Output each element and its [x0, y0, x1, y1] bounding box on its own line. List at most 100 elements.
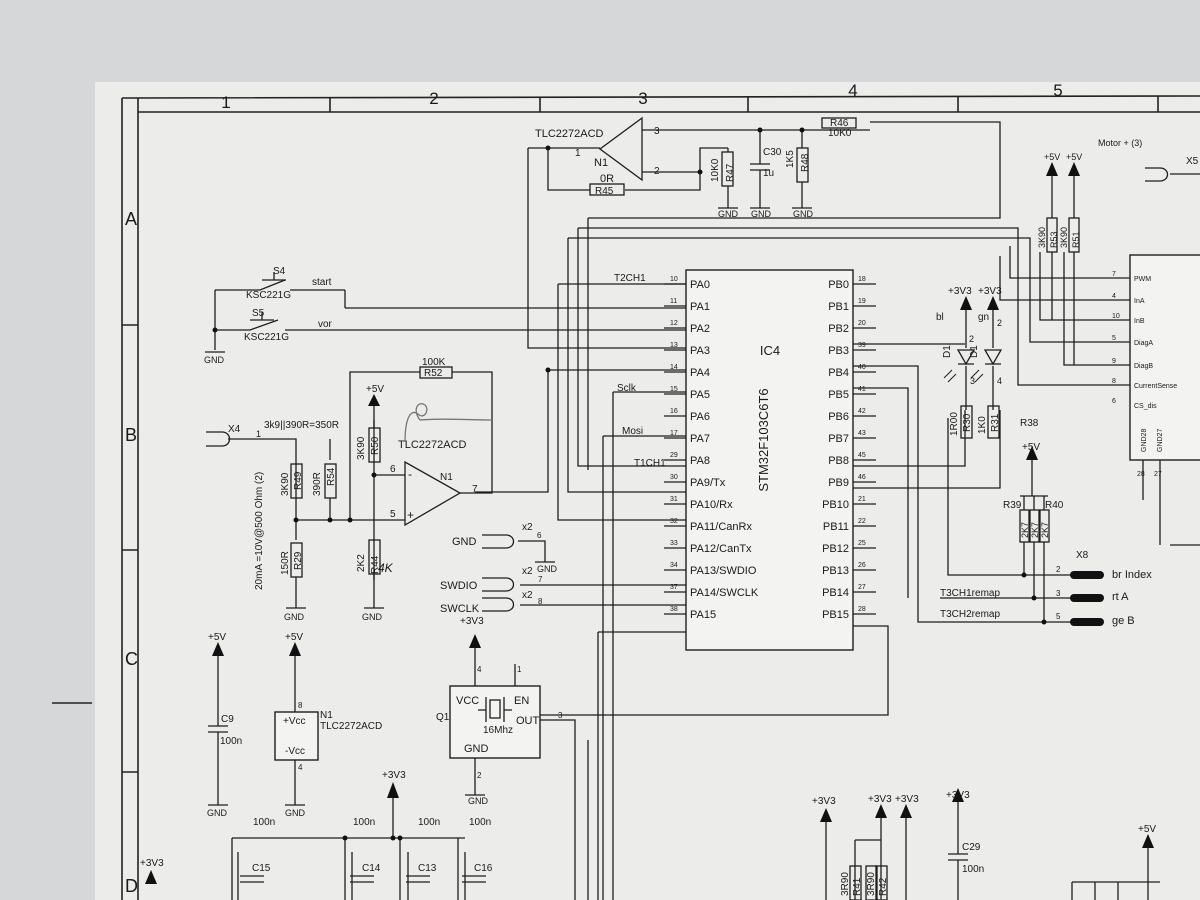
swclk-label: SWCLK	[440, 603, 480, 615]
mcu-pin-num: 16	[670, 408, 678, 415]
rail-5v: +5V	[285, 632, 303, 643]
gnd-label: GND	[468, 796, 489, 806]
led-section: +3V3 +3V3 bl gn D1 D1 2 2 3 4 1R00 R30 1…	[936, 286, 1003, 439]
pin-num: 4	[997, 376, 1002, 386]
shunt-note: 3k9||390R=350R	[264, 420, 339, 431]
motor-driver: 7PWM4InA10InB5DiagA9DiagB8CurrentSense6C…	[1037, 138, 1200, 546]
pin-num: 5	[390, 509, 396, 520]
mcu-pin-name: PA10/Rx	[690, 499, 733, 511]
mcu-pin-name: PB2	[828, 323, 849, 335]
mcu-pin-name: PB14	[822, 587, 849, 599]
mcu-pin-name: PA13/SWDIO	[690, 565, 757, 577]
cap-value: 100n	[418, 817, 440, 828]
pin-sign: -	[408, 467, 412, 481]
r-value: 2K7	[1040, 522, 1050, 538]
r46-value: 10K0	[828, 128, 852, 139]
led-color-blue: bl	[936, 312, 944, 323]
driver-pin-num: 7	[1112, 271, 1116, 278]
r50-value: 3K90	[356, 436, 367, 460]
rail-5v: +5V	[366, 384, 384, 395]
pin-name: GND28	[1141, 429, 1148, 452]
r29-value: 150R	[280, 551, 291, 575]
mcu-pin-name: PB9	[828, 477, 849, 489]
r53-value: 3K90	[1037, 227, 1047, 248]
mcu-pin-name: PB10	[822, 499, 849, 511]
opamp-mid-triangle	[404, 460, 462, 527]
gnd-label: GND	[751, 209, 772, 219]
q1-vcc: VCC	[456, 695, 479, 707]
driver-pin-name: InB	[1134, 318, 1145, 325]
mcu-pin-num: 17	[670, 430, 678, 437]
r31-ref: R31	[990, 413, 1001, 432]
rail-3v3: +3V3	[895, 794, 919, 805]
opamp-mid-part: TLC2272ACD	[398, 439, 467, 451]
mcu-pin-name: PB15	[822, 609, 849, 621]
gnd-label: GND	[204, 355, 225, 365]
x2-ref: x2	[522, 590, 533, 601]
mcu-pin-num: 46	[858, 474, 866, 481]
wire-osc	[540, 625, 889, 716]
pin-num: 8	[298, 701, 303, 710]
r47-ref: R47	[725, 163, 736, 182]
rail-5v: +5V	[1138, 824, 1156, 835]
pin-num: 2	[477, 771, 482, 780]
opamp-pwr-part: TLC2272ACD	[320, 721, 382, 732]
pin-num: 3	[1056, 589, 1061, 598]
power-section: +5V C9 100n GND +5V +Vcc -Vcc N1 TLC2272…	[140, 632, 493, 900]
driver-pin-name: DiagA	[1134, 340, 1153, 347]
col-label: 3	[638, 89, 647, 108]
s5-part: KSC221G	[244, 332, 289, 343]
opamp-pwr-ref: N1	[320, 710, 333, 721]
mcu-pin-num: 39	[858, 342, 866, 349]
pin-num: 4	[298, 763, 303, 772]
r41-ref: R41	[852, 877, 863, 896]
r54-ref: R54	[326, 467, 337, 486]
driver-pin-num: 9	[1112, 358, 1116, 365]
mcu-pin-num: 19	[858, 298, 866, 305]
net-t1ch1: T1CH1	[634, 458, 666, 469]
net-mosi: Mosi	[622, 426, 643, 437]
rail-5v: +5V	[208, 632, 226, 643]
r45-value: 0R	[600, 173, 614, 185]
mcu-pin-num: 31	[670, 496, 678, 503]
mcu-pin-num: 18	[858, 276, 866, 283]
mcu-pin-num: 29	[670, 452, 678, 459]
pin-num: 3	[654, 126, 660, 137]
q1-out: OUT	[516, 715, 540, 727]
mcu-pin-num: 22	[858, 518, 866, 525]
s5-net: vor	[318, 319, 333, 330]
mcu-pin-name: PB7	[828, 433, 849, 445]
driver-pin-num: 5	[1112, 335, 1116, 342]
rail-3v3: +3V3	[868, 794, 892, 805]
mcu-pin-name: PB11	[823, 521, 849, 533]
row-label: D	[125, 876, 138, 896]
pin-num: 1	[517, 665, 522, 674]
led-color-green: gn	[978, 312, 989, 323]
x4-ref: X4	[228, 424, 241, 435]
q1-frequency: 16Mhz	[483, 725, 513, 736]
motor-net: Motor + (3)	[1098, 138, 1142, 148]
mcu-pin-name: PA5	[690, 389, 710, 401]
mcu-pin-num: 34	[670, 562, 678, 569]
encoder-section: R38 +5V R39 R40 2K7 2K7 2K7 X8 2 3 5 br …	[940, 418, 1152, 627]
mcu-pin-num: 41	[858, 386, 866, 393]
r40-ref: R40	[1045, 500, 1064, 511]
r-value: 3R90	[866, 872, 877, 896]
handwritten-note: 4K	[378, 561, 394, 575]
opamp-mid: - + 6 5 7 N1 TLC2272ACD R52 100K 3K90 R5…	[206, 357, 551, 622]
r49-ref: R49	[293, 471, 304, 490]
gnd-label: GND	[718, 209, 739, 219]
debug-connectors: SWDIO GND x2 6 GND SWDIO SWCLK x2 x2 7 8	[440, 522, 558, 615]
rail-5v: +5V	[1044, 152, 1060, 162]
opamp-top: TLC2272ACD N1 1 2 3 0R R45 10K0 R47 C30 …	[528, 116, 870, 219]
mcu-pin-name: PA9/Tx	[690, 477, 726, 489]
mcu-pin-num: 38	[670, 606, 678, 613]
drawing-frame: 1 2 3 4 5 A B C D	[52, 81, 1200, 900]
encoder-index: br Index	[1112, 569, 1152, 581]
pin-num: 6	[390, 464, 396, 475]
mcu-ref: IC4	[760, 343, 780, 358]
gnd-label: GND	[793, 209, 814, 219]
switches: S4 KSC221G start S5 KSC221G vor GND T2CH…	[204, 266, 666, 469]
